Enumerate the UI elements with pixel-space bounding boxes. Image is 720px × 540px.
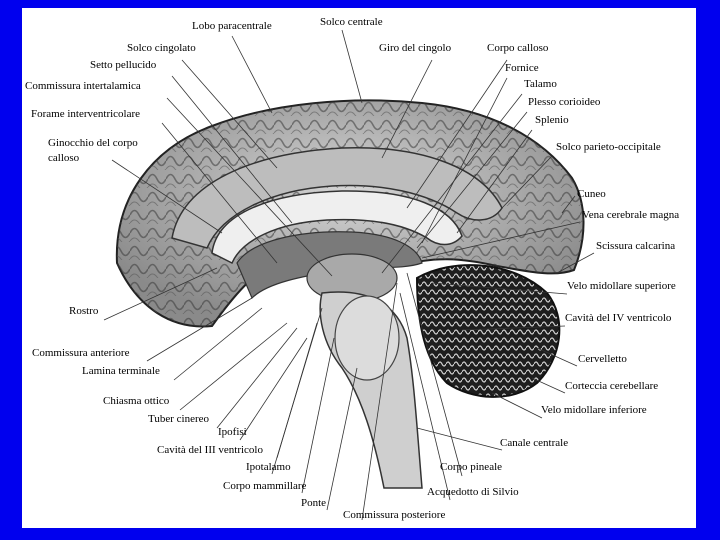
label-cuneo: Cuneo: [577, 188, 606, 200]
label-ginocchio-corpo-calloso-1: Ginocchio del corpo: [48, 137, 138, 149]
label-corpo-mammillare: Corpo mammillare: [223, 480, 307, 492]
label-corteccia-cerebellare: Corteccia cerebellare: [565, 380, 659, 392]
label-ginocchio-corpo-calloso-2: calloso: [48, 152, 80, 164]
cerebellum: [415, 264, 561, 398]
label-splenio: Splenio: [535, 114, 569, 126]
label-vena-cerebrale-magna: Vena cerebrale magna: [582, 209, 680, 221]
label-corpo-calloso: Corpo calloso: [487, 42, 549, 54]
label-talamo: Talamo: [524, 78, 557, 90]
label-forame-interventricolare: Forame interventricolare: [31, 108, 141, 120]
label-velo-midollare-inferiore: Velo midollare inferiore: [541, 404, 647, 416]
label-fornice: Fornice: [505, 62, 539, 74]
label-giro-cingolo: Giro del cingolo: [379, 42, 452, 54]
label-solco-centrale: Solco centrale: [320, 16, 383, 28]
label-setto-pellucido: Setto pellucido: [90, 59, 157, 71]
label-commissura-intertalamica: Commissura intertalamica: [25, 80, 141, 92]
label-canale-centrale: Canale centrale: [500, 437, 569, 449]
label-tuber-cinereo: Tuber cinereo: [148, 413, 209, 425]
label-cavita-iii-ventricolo: Cavità del III ventricolo: [157, 444, 263, 456]
label-solco-cingolato: Solco cingolato: [127, 42, 196, 54]
label-chiasma-ottico: Chiasma ottico: [103, 395, 170, 407]
cerebral-hemisphere: [115, 99, 585, 328]
label-plesso-corioideo: Plesso corioideo: [528, 96, 601, 108]
label-ponte: Ponte: [301, 497, 327, 509]
label-ipotalamo: Ipotalamo: [246, 461, 291, 473]
label-ipofisi: Ipofisi: [218, 426, 247, 438]
label-rostro: Rostro: [69, 305, 99, 317]
label-velo-midollare-superiore: Velo midollare superiore: [567, 280, 676, 292]
label-acquedotto-silvio: Acquedotto di Silvio: [427, 486, 519, 498]
leader-lines: [103, 29, 595, 521]
label-lamina-terminale: Lamina terminale: [82, 365, 160, 377]
brainstem: [319, 291, 423, 489]
label-scissura-calcarina: Scissura calcarina: [596, 240, 676, 252]
label-solco-parieto-occipitale: Solco parieto-occipitale: [556, 141, 661, 153]
label-commissura-anteriore: Commissura anteriore: [32, 347, 130, 359]
diagram-panel: Lobo paracentrale Solco centrale Solco c…: [22, 8, 696, 528]
label-cervelletto: Cervelletto: [578, 353, 627, 365]
label-cavita-iv-ventricolo: Cavità del IV ventricolo: [565, 312, 672, 324]
label-lobo-paracentrale: Lobo paracentrale: [192, 20, 272, 32]
label-commissura-posteriore: Commissura posteriore: [343, 509, 446, 521]
brain-illustration: [103, 29, 595, 521]
label-corpo-pineale: Corpo pineale: [440, 461, 503, 473]
